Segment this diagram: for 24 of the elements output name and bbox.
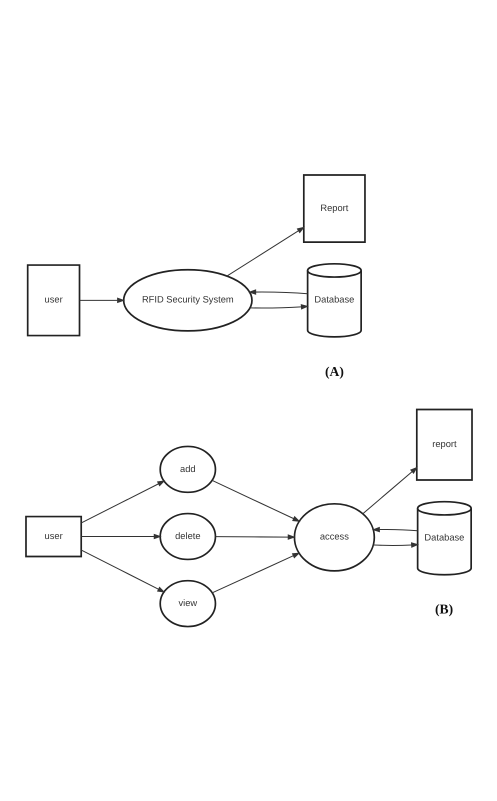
arrow	[80, 533, 162, 539]
arrow	[372, 542, 419, 548]
arrow	[80, 549, 165, 592]
node-box: report	[415, 408, 472, 480]
arrow	[371, 526, 418, 532]
arrow	[212, 552, 300, 593]
arrow	[226, 226, 304, 276]
node-ellipse: access	[293, 502, 375, 572]
node-ellipse: RFID Security System	[122, 268, 252, 332]
arrow	[212, 480, 300, 522]
node-ellipse: add	[158, 445, 216, 493]
node-ellipse: view	[158, 579, 216, 627]
arrow	[80, 480, 165, 523]
node-ellipse: delete	[158, 512, 216, 560]
node-box: user	[24, 515, 82, 557]
label: (B)	[434, 601, 453, 616]
arrow	[248, 288, 308, 294]
node-box: user	[26, 264, 80, 336]
arrow	[79, 297, 125, 303]
arrow	[215, 534, 296, 540]
node-box: Report	[302, 174, 366, 242]
label: (A)	[324, 363, 344, 378]
arrow	[250, 304, 308, 310]
arrow	[362, 466, 418, 514]
